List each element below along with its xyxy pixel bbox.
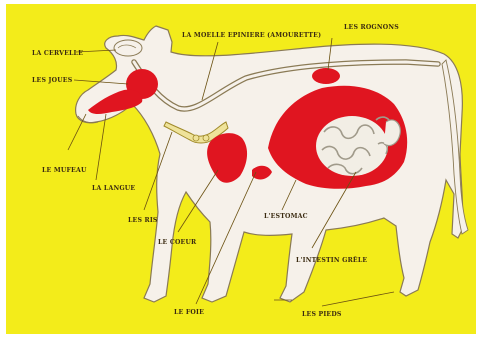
- label-joues: LES JOUES: [32, 77, 73, 84]
- diagram-frame: LA CERVELLE LES JOUES LA MOELLE EPINIERE…: [6, 4, 476, 334]
- label-langue: LA LANGUE: [92, 185, 135, 192]
- label-pieds: LES PIEDS: [302, 311, 342, 318]
- label-cervelle: LA CERVELLE: [32, 50, 83, 57]
- label-estomac: L'ESTOMAC: [264, 213, 308, 220]
- cow-body: [76, 26, 463, 302]
- label-moelle: LA MOELLE EPINIERE (AMOURETTE): [182, 32, 321, 39]
- kidney: [312, 68, 340, 84]
- label-intestin: L'INTESTIN GRÊLE: [296, 256, 367, 264]
- label-rognons: LES ROGNONS: [344, 24, 399, 31]
- label-ris: LES RIS: [128, 217, 158, 224]
- label-foie: LE FOIE: [174, 309, 204, 316]
- label-coeur: LE COEUR: [158, 239, 197, 246]
- label-mufeau: LE MUFEAU: [42, 167, 87, 174]
- cow-offal-diagram: LA CERVELLE LES JOUES LA MOELLE EPINIERE…: [6, 4, 476, 334]
